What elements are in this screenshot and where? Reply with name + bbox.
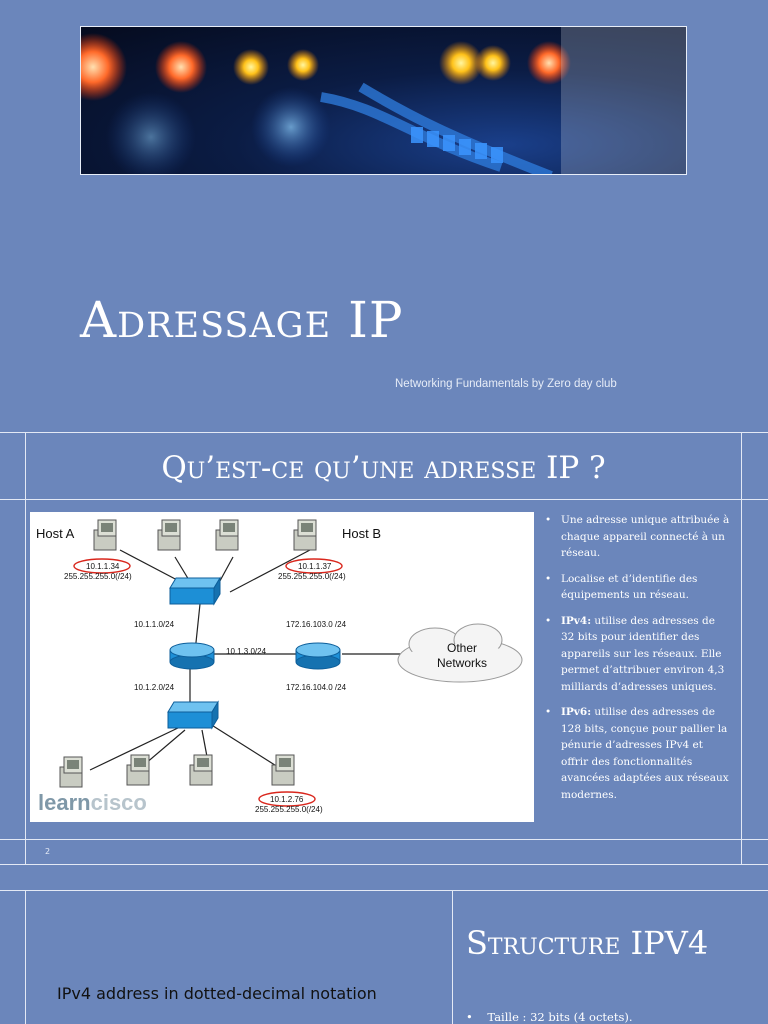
router-icon — [295, 642, 341, 670]
bullet-list: •Une adresse unique attribuée à chaque a… — [543, 512, 731, 812]
divider-line — [25, 432, 26, 865]
cloud-label-line2: Networks — [437, 656, 487, 670]
network-label: 10.1.3.0/24 — [226, 647, 267, 656]
pc-icon — [271, 754, 295, 786]
host-b-label: Host B — [342, 526, 381, 541]
bottom-host-mask: 255.255.255.0(/24) — [255, 805, 323, 814]
cloud-icon — [397, 623, 523, 683]
slide1-title: Adressage IP — [80, 291, 404, 349]
network-label: 10.1.2.0/24 — [134, 683, 175, 692]
pc-icon — [215, 519, 239, 551]
network-label: 172.16.103.0 /24 — [286, 620, 347, 629]
divider-line — [0, 499, 768, 500]
divider-line — [452, 890, 453, 1024]
pc-icon — [157, 519, 181, 551]
list-item: •IPv4: utilise des adresses de 32 bits p… — [545, 614, 725, 693]
switch-icon — [167, 700, 219, 730]
list-item: •Localise et d’identifie des équipements… — [545, 572, 698, 602]
slide-number: 2 — [45, 847, 51, 856]
divider-line — [25, 890, 26, 1024]
list-item: • Taille : 32 bits (4 octets). — [466, 1010, 633, 1024]
divider-line — [0, 432, 768, 433]
banner-image — [80, 26, 687, 175]
pc-icon — [293, 519, 317, 551]
slide1-subtitle: Networking Fundamentals by Zero day club — [395, 378, 617, 390]
divider-line — [0, 890, 768, 891]
pc-icon — [59, 756, 83, 788]
ip-highlight — [285, 558, 343, 574]
pc-icon — [93, 519, 117, 551]
host-a-mask: 255.255.255.0(/24) — [64, 572, 132, 581]
divider-line — [741, 432, 742, 865]
ipv4-caption: IPv4 address in dotted-decimal notation — [57, 984, 377, 1003]
network-label: 10.1.1.0/24 — [134, 620, 175, 629]
ip-highlight — [73, 558, 131, 574]
divider-line — [0, 839, 768, 840]
pc-icon — [126, 754, 150, 786]
list-item: •Une adresse unique attribuée à chaque a… — [545, 514, 730, 559]
list-item: •IPv6: utilise des adresses de 128 bits,… — [545, 706, 729, 801]
network-label: 172.16.104.0 /24 — [286, 683, 347, 692]
pc-icon — [189, 754, 213, 786]
cloud-label-line1: Other — [447, 641, 477, 655]
divider-line — [0, 864, 768, 865]
host-b-ip: 10.1.1.37 — [298, 562, 332, 571]
host-b-mask: 255.255.255.0(/24) — [278, 572, 346, 581]
slide2-title: Qu’est-ce qu’une adresse IP ? — [161, 450, 606, 486]
network-topology-diagram: Other Networks Host A Host B 10.1.1.34 2… — [30, 512, 534, 822]
learncisco-logo: learncisco — [38, 790, 147, 815]
host-a-label: Host A — [36, 526, 75, 541]
host-a-ip: 10.1.1.34 — [86, 562, 120, 571]
router-icon — [169, 642, 215, 670]
switch-icon — [169, 576, 221, 606]
ip-highlight — [258, 791, 316, 807]
bottom-host-ip: 10.1.2.76 — [270, 795, 304, 804]
slide3-title: Structure IPV4 — [466, 924, 709, 962]
